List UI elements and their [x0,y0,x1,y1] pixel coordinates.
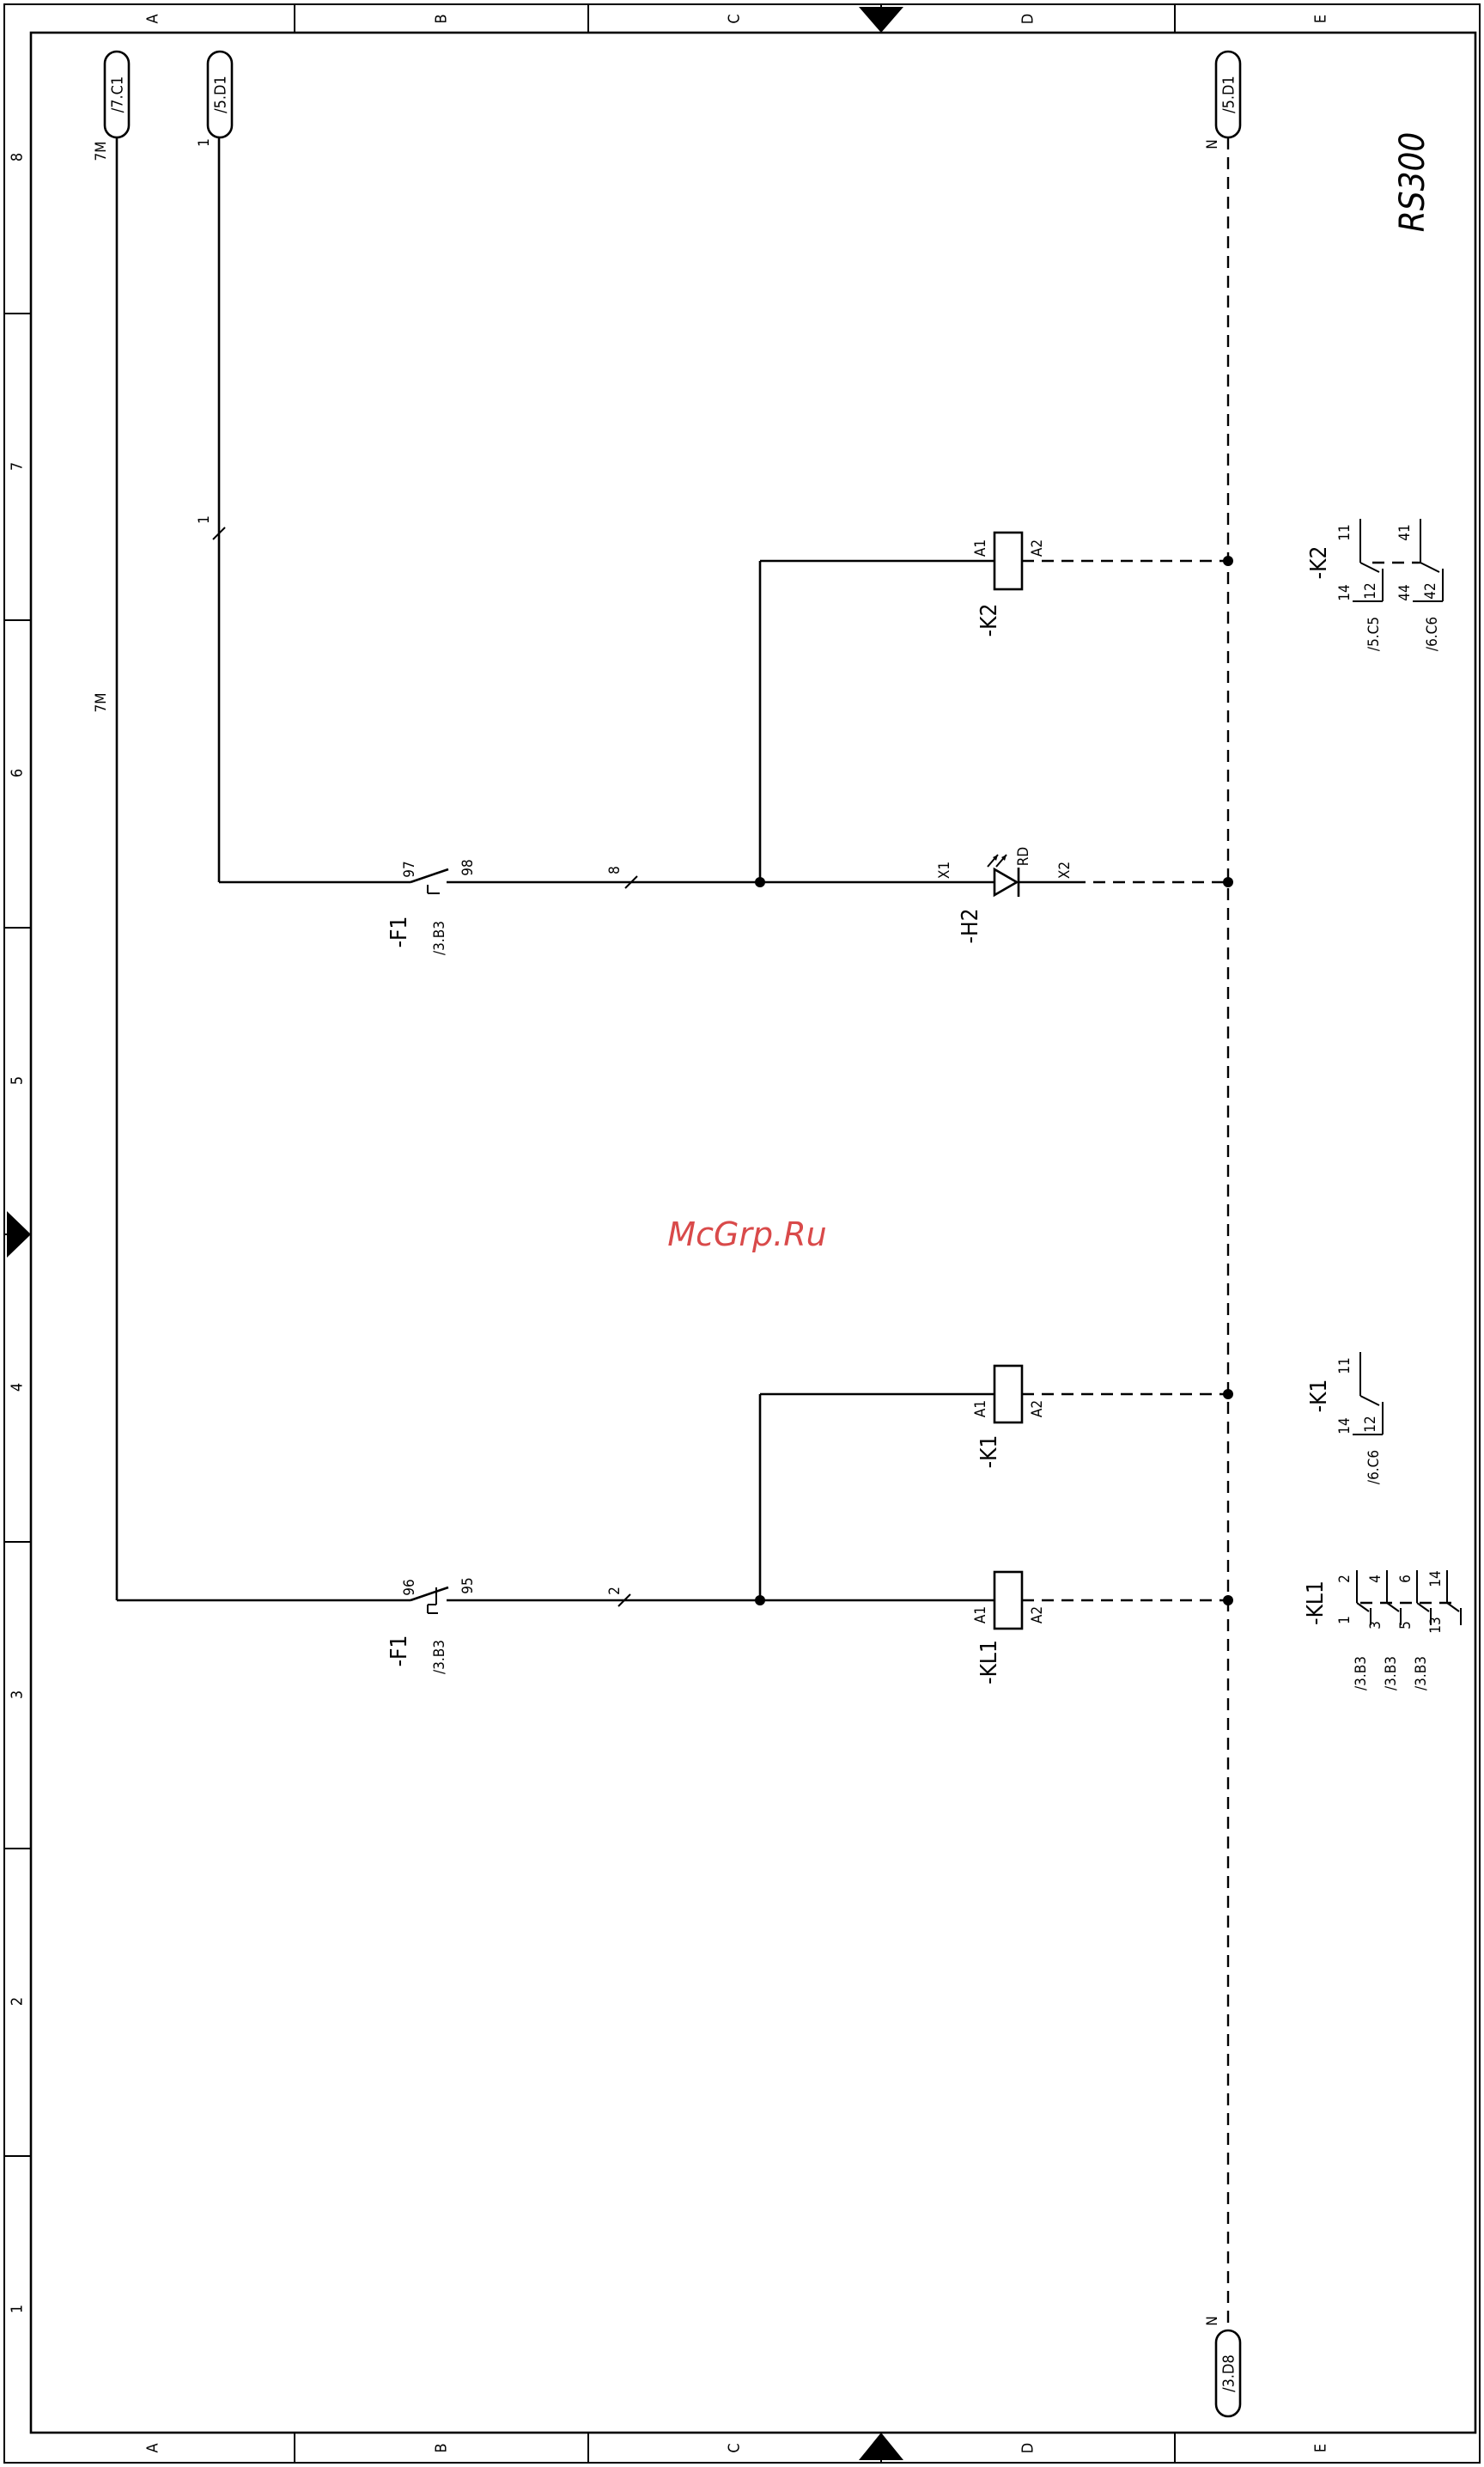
row-label: 4 [9,1383,27,1392]
wire-label-2: 2 [606,1587,623,1595]
f1-designator: -F1 [386,1636,412,1667]
kl1-ref: /3.B3 [1383,1656,1400,1690]
k2-pin: 42 [1422,582,1439,599]
k2-ref: /6.C6 [1424,617,1441,651]
ref-terminal-bottom-right: /3.D8 [1216,2330,1240,2416]
f1-pin: 96 [401,1579,418,1595]
kl1-pin: 3 [1367,1621,1384,1629]
k2-pin: 12 [1362,582,1379,599]
wire-label-n: N [1204,2316,1221,2325]
kl1-pin: 6 [1397,1575,1414,1583]
wire-label-n: N [1204,139,1221,149]
k2-mirror-designator: -K2 [1306,546,1332,580]
k1-coil: A1 A2 -K1 [972,1366,1046,1468]
row-label: 1 [9,2305,27,2313]
k2-designator: -K2 [976,604,1002,637]
k2-pin: 44 [1396,584,1414,600]
kl1-a1: A1 [972,1606,989,1623]
wire-label-7m: 7M [93,693,110,713]
wire-labels: 7M 7M 1 1 8 2 N N [93,138,1221,2326]
k2-coil: A1 A2 -K2 [972,533,1046,637]
column-label: E [1312,15,1330,23]
column-labels-top: A B C D E [144,14,1330,24]
column-label: B [433,2443,451,2452]
h2-designator: -H2 [958,909,983,944]
k1-pin: 14 [1336,1417,1353,1434]
ref-label: /7.C1 [109,76,127,113]
kl1-a2: A2 [1029,1606,1046,1623]
k1-mirror-designator: -K1 [1306,1380,1332,1413]
k1-ref: /6.C6 [1365,1450,1383,1484]
row-label: 8 [9,153,27,161]
k1-contact-mirror: -K1 11 14 12 /6.C6 [1306,1352,1383,1484]
watermark: McGrp.Ru [667,1215,826,1253]
column-label: C [726,2443,744,2452]
kl1-ref: /3.B3 [1353,1656,1370,1690]
column-label: E [1312,2444,1330,2452]
k1-designator: -K1 [976,1435,1002,1469]
row-label: 3 [9,1690,27,1699]
kl1-coil: A1 A2 -KL1 [972,1572,1046,1684]
column-label: A [144,14,162,23]
ref-terminal-top-left: /7.C1 [105,52,129,137]
k1-a1: A1 [972,1400,989,1417]
f1-nc-contact: 96 95 -F1 /3.B3 [386,1577,477,1674]
ref-terminal-top-mid: /5.D1 [208,52,232,137]
f1-pin: 97 [401,861,418,877]
k2-pin: 11 [1336,524,1353,540]
kl1-designator: -KL1 [976,1640,1002,1684]
ref-label: /5.D1 [212,76,230,113]
kl1-mirror-designator: -KL1 [1303,1581,1329,1625]
column-label: B [433,14,451,23]
f1-pin: 98 [459,859,477,875]
kl1-pin: 1 [1336,1616,1353,1624]
kl1-ref: /3.B3 [1413,1656,1430,1690]
h2-lamp: X1 RD X2 -H2 [936,847,1073,944]
h2-x1: X1 [936,862,953,879]
row-label: 2 [9,1997,27,2006]
kl1-pin: 4 [1367,1575,1384,1583]
column-labels-bottom: A B C D E [144,2443,1330,2453]
k1-pin: 12 [1362,1416,1379,1432]
k2-pin: 14 [1336,584,1353,600]
row-label: 6 [9,769,27,777]
f1-ref: /3.B3 [431,921,448,955]
f1-ref: /3.B3 [431,1640,448,1674]
k2-contact-mirror: -K2 11 14 12 /5.C5 41 44 42 /6.C6 [1306,519,1443,651]
row-label: 7 [9,462,27,471]
row-label: 5 [9,1076,27,1085]
f1-designator: -F1 [386,917,412,948]
ref-label: /3.D8 [1220,2354,1238,2392]
k1-pin: 11 [1336,1357,1353,1374]
kl1-pin: 2 [1336,1575,1353,1583]
f1-pin: 95 [459,1577,477,1593]
wire-label-1: 1 [196,138,213,147]
k2-a1: A1 [972,539,989,557]
wire-label-7m: 7M [93,142,110,161]
kl1-pin: 13 [1427,1617,1444,1633]
h2-color: RD [1015,847,1032,866]
k2-a2: A2 [1029,539,1046,557]
k2-ref: /5.C5 [1365,617,1383,651]
k2-pin: 41 [1396,524,1414,540]
f1-no-contact: 97 98 -F1 /3.B3 [386,859,477,955]
column-label: D [1019,2443,1037,2453]
kl1-pin: 5 [1397,1621,1414,1629]
column-label: A [144,2443,162,2452]
kl1-contact-mirror: -KL1 2 4 6 14 1 3 5 13 /3.B3 /3.B3 /3.B3 [1303,1570,1461,1690]
wire-label-8: 8 [606,866,623,874]
ref-label: /5.D1 [1220,76,1238,113]
k1-a2: A2 [1029,1400,1046,1417]
column-label: D [1019,14,1037,24]
column-label: C [726,14,744,23]
wire-label-1: 1 [196,515,213,524]
kl1-pin: 14 [1427,1570,1444,1587]
ref-terminal-top-right: /5.D1 [1216,52,1240,137]
title-block-label: RS300 [1393,132,1432,233]
h2-x2: X2 [1056,862,1073,879]
